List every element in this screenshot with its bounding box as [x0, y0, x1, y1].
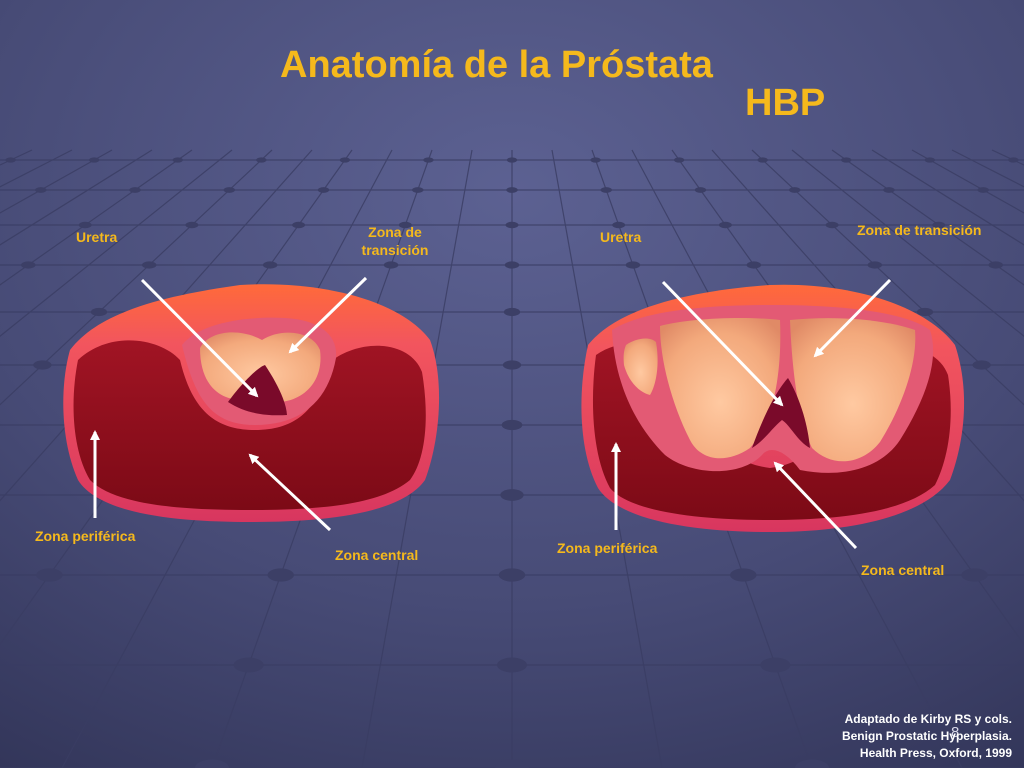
- grid-dot: [78, 221, 92, 229]
- label-periferica-normal: Zona periférica: [35, 528, 136, 544]
- hbp-prostate: [581, 284, 965, 532]
- grid-dot: [383, 261, 399, 269]
- grid-dot: [932, 221, 946, 229]
- slide-title: Anatomía de la Próstata: [280, 44, 713, 86]
- grid-dot: [746, 261, 762, 269]
- grid-line: [0, 149, 273, 406]
- grid-dot: [33, 360, 52, 370]
- grid-dot: [600, 187, 613, 193]
- grid-dot: [495, 759, 529, 768]
- grid-dot: [89, 157, 100, 163]
- arrow-transicion-normal: [288, 276, 368, 354]
- grid-dot: [423, 157, 434, 163]
- grid-dot: [825, 221, 839, 229]
- label-transicion-normal: Zona de transición: [361, 224, 429, 258]
- grid-line: [791, 149, 1024, 337]
- transition-zone-left: [660, 318, 781, 459]
- normal-prostate: [63, 284, 440, 522]
- grid-dot: [757, 157, 768, 163]
- grid-dot: [972, 360, 991, 370]
- grid-dot: [505, 221, 519, 229]
- label-central-hbp: Zona central: [861, 562, 945, 578]
- grid-dot: [262, 261, 278, 269]
- grid-line: [0, 149, 313, 502]
- grid-dot: [398, 221, 412, 229]
- grid-dot: [172, 157, 183, 163]
- grid-dot: [988, 261, 1003, 269]
- grid-dot: [36, 568, 63, 582]
- grid-dot: [21, 261, 36, 269]
- grid-dot: [694, 187, 707, 193]
- grid-dot: [1008, 157, 1019, 163]
- transition-lobe-small: [623, 338, 658, 395]
- grid-dot: [590, 157, 601, 163]
- grid-dot: [625, 261, 641, 269]
- grid-line: [711, 149, 1024, 502]
- grid-line: [751, 149, 1024, 406]
- arrow-central-normal: [248, 453, 332, 532]
- arrow-central-hbp: [773, 461, 858, 550]
- grid-dot: [977, 187, 989, 193]
- grid-dot: [841, 157, 852, 163]
- grid-dot: [612, 221, 626, 229]
- grid-dot: [90, 307, 108, 317]
- grid-dot: [5, 157, 16, 163]
- grid-dot: [195, 759, 229, 768]
- grid-dot: [141, 261, 157, 269]
- grid-dot: [730, 568, 757, 582]
- source-credit: Adaptado de Kirby RS y cols. Benign Pros…: [842, 711, 1012, 762]
- grid-dot: [760, 657, 791, 673]
- page-number: 8: [951, 724, 960, 741]
- grid-dot: [223, 187, 236, 193]
- grid-dot: [924, 157, 935, 163]
- label-transicion-hbp: Zona de transición: [857, 222, 982, 238]
- grid-dot: [256, 157, 267, 163]
- grid-dot: [233, 657, 264, 673]
- grid-line: [0, 149, 193, 286]
- credit-line-3: Health Press, Oxford, 1999: [859, 746, 1012, 760]
- grid-dot: [497, 657, 527, 673]
- grid-dot: [339, 157, 351, 163]
- grid-dot: [788, 187, 801, 193]
- grid-line: [0, 149, 233, 337]
- arrow-uretra-hbp: [661, 280, 784, 407]
- grid-dot: [502, 360, 522, 370]
- grid-line: [831, 149, 1024, 286]
- grid-dot: [506, 157, 518, 163]
- grid-dot: [961, 568, 988, 582]
- grid-dot: [718, 221, 732, 229]
- credit-line-1: Adaptado de Kirby RS y cols.: [844, 712, 1012, 726]
- grid-dot: [129, 187, 141, 193]
- label-uretra-hbp: Uretra: [600, 229, 642, 245]
- slide-subtitle: HBP: [745, 82, 826, 124]
- grid-dot: [35, 187, 47, 193]
- grid-dot: [267, 568, 294, 582]
- grid-dot: [795, 759, 829, 768]
- grid-dot: [292, 221, 306, 229]
- grid-dot: [498, 568, 526, 582]
- grid-dot: [411, 187, 424, 193]
- arrow-uretra-normal: [140, 278, 259, 398]
- grid-dot: [883, 187, 895, 193]
- grid-dot: [185, 221, 199, 229]
- grid-dot: [500, 489, 524, 501]
- peripheral-zone: [73, 340, 426, 510]
- grid-dot: [503, 307, 521, 317]
- grid-dot: [867, 261, 883, 269]
- grid-dot: [506, 187, 518, 193]
- grid-dot: [504, 261, 520, 269]
- grid-dot: [673, 157, 685, 163]
- grid-dot: [317, 187, 330, 193]
- urethra: [752, 378, 810, 448]
- label-uretra-normal: Uretra: [76, 229, 118, 245]
- grid-dot: [916, 307, 934, 317]
- label-central-normal: Zona central: [335, 547, 419, 563]
- credit-line-2: Benign Prostatic Hyperplasia.: [841, 729, 1012, 743]
- grid-dot: [501, 419, 523, 431]
- label-periferica-hbp: Zona periférica: [557, 540, 658, 556]
- arrow-transicion-hbp: [813, 278, 892, 358]
